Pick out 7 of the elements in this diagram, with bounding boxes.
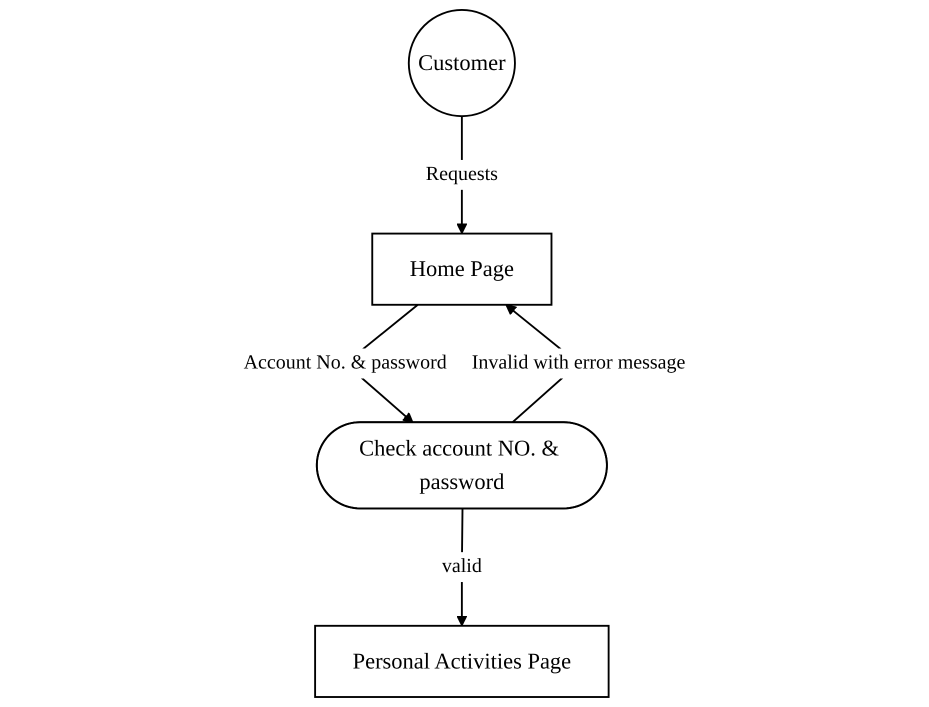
edge-label: Invalid with error message bbox=[472, 352, 686, 374]
edge-label: Requests bbox=[426, 164, 498, 185]
node-circle: Customer bbox=[408, 9, 516, 118]
edge-label: valid bbox=[442, 556, 482, 578]
node-box: Home Page bbox=[371, 232, 552, 306]
edge-label: Account No. & password bbox=[244, 352, 447, 374]
node-box: Personal Activities Page bbox=[314, 624, 610, 698]
